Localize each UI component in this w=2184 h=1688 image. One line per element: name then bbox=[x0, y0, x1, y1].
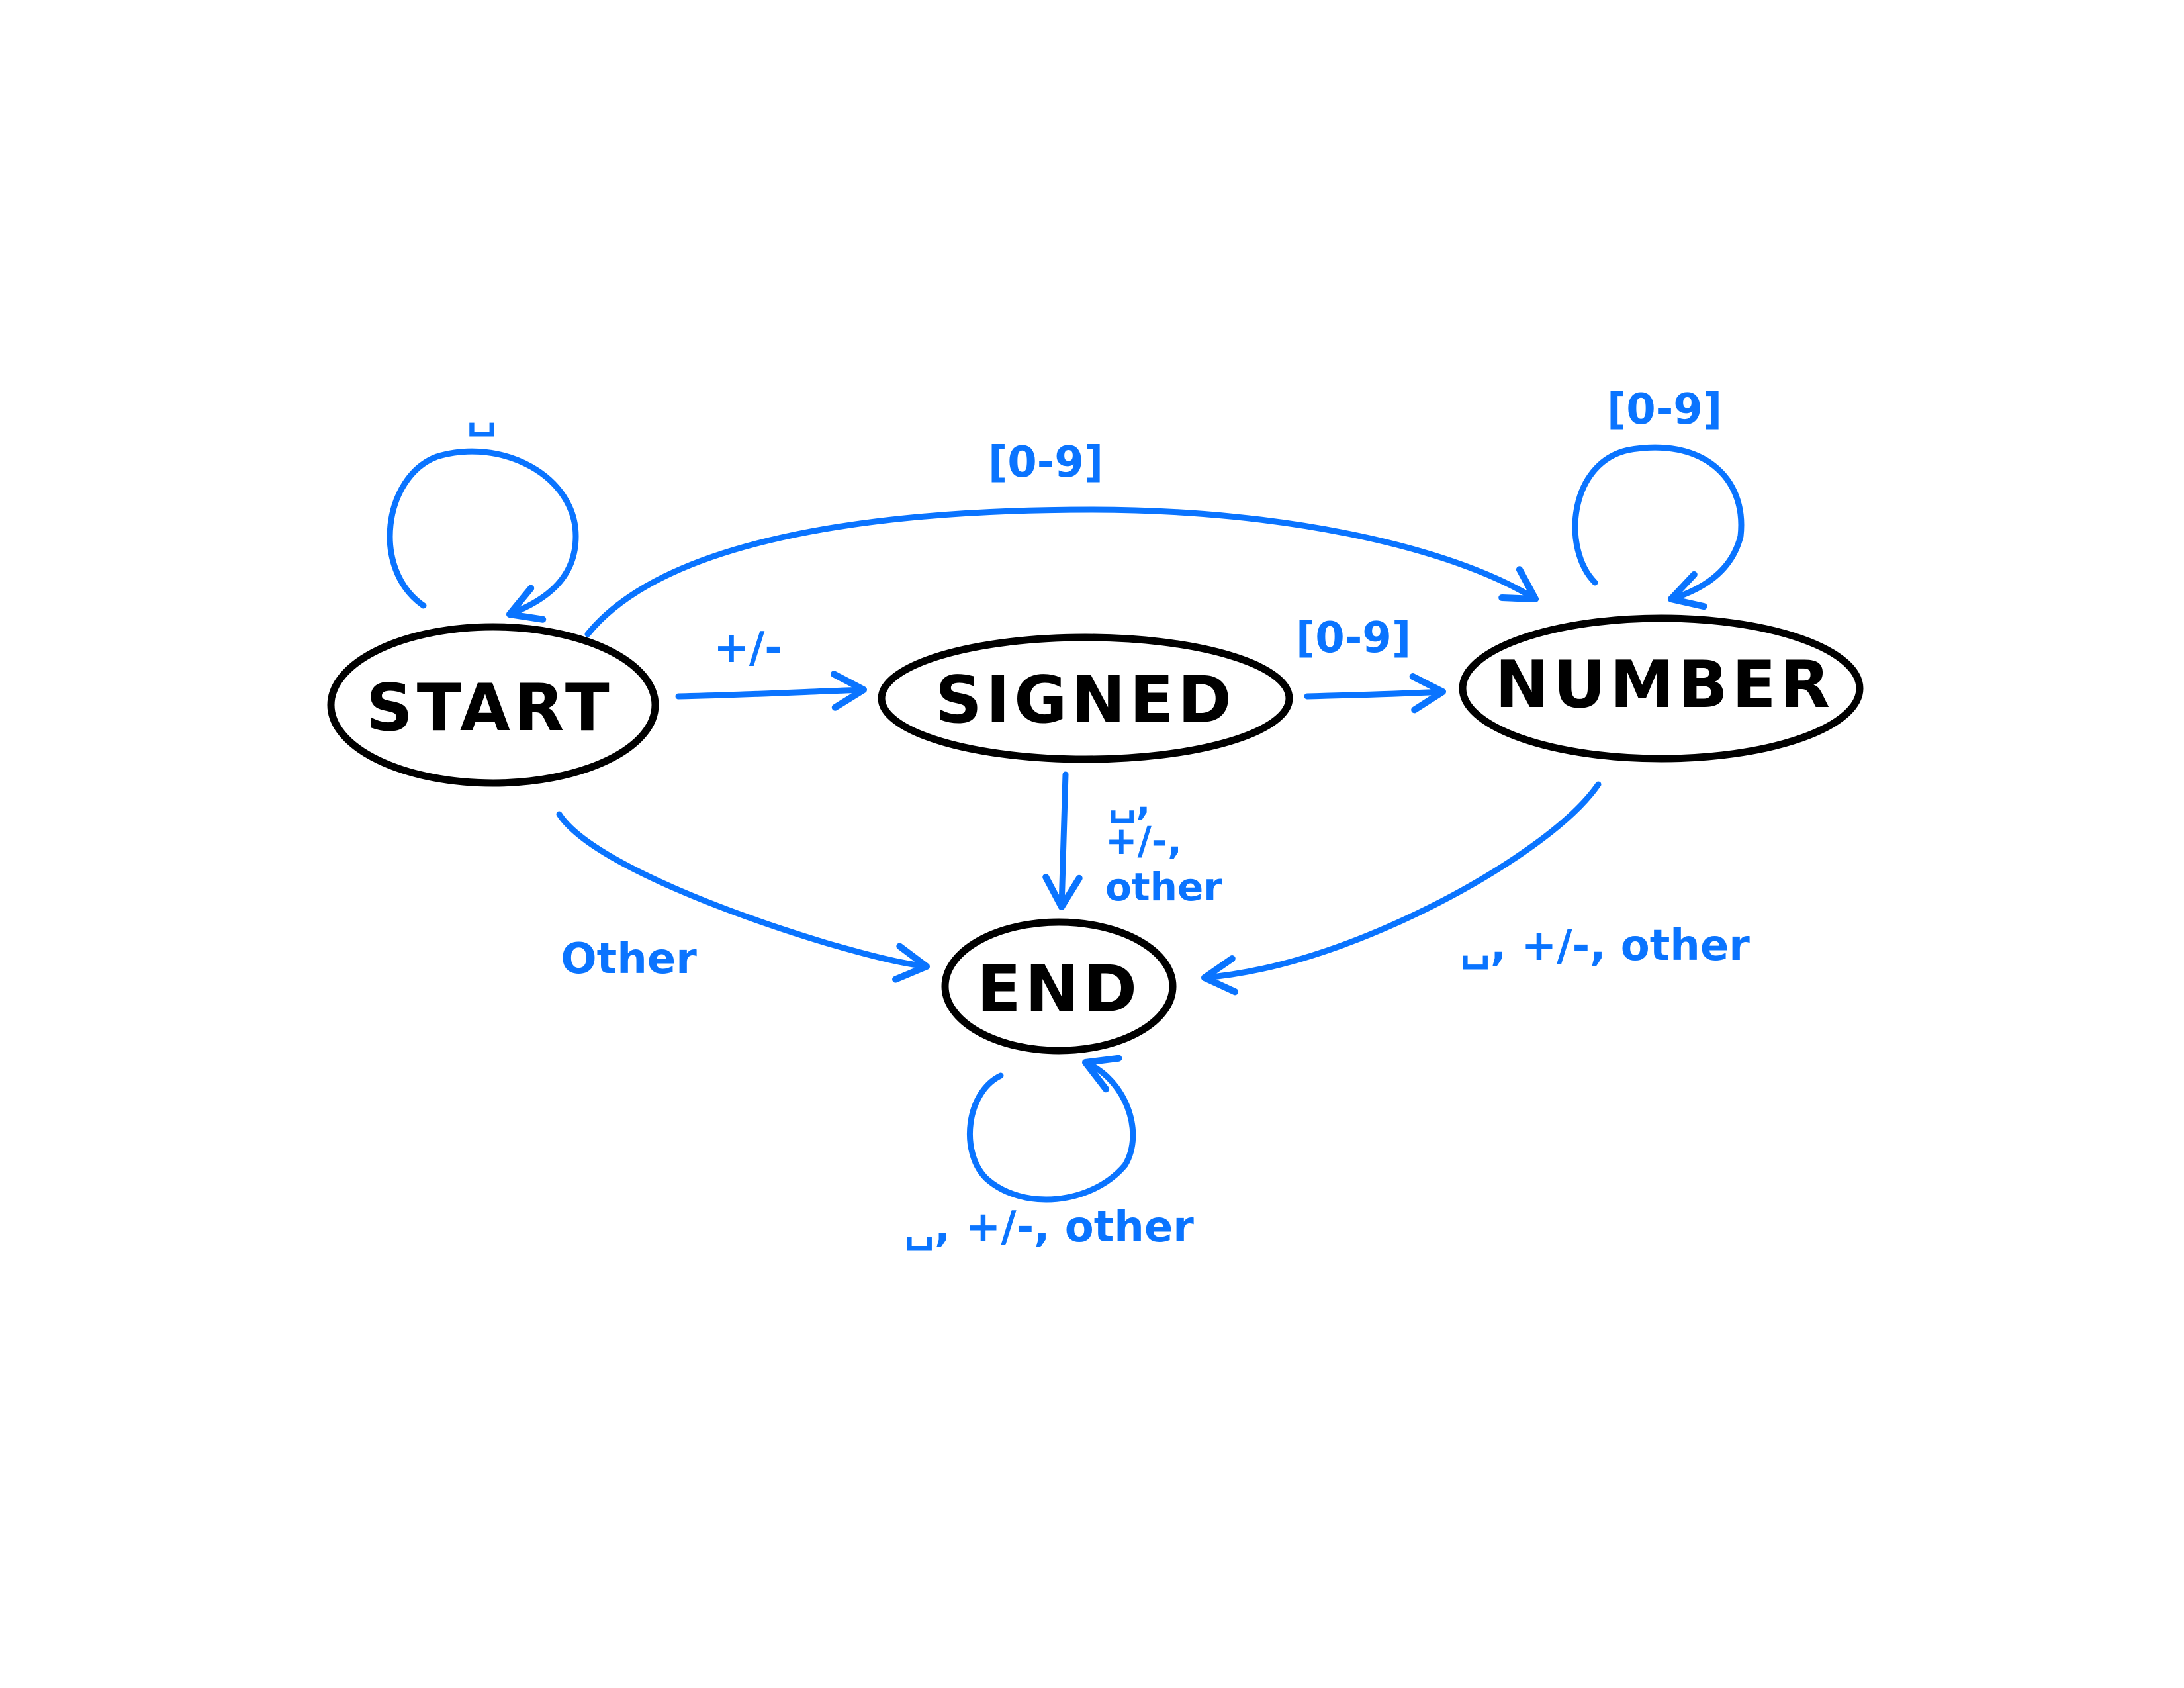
edge-signed-to-end bbox=[1042, 771, 1083, 911]
node-end: END bbox=[941, 918, 1177, 1055]
edge-label-start-to-signed: +/- bbox=[713, 624, 782, 673]
edge-number-to-end bbox=[1201, 781, 1602, 996]
node-start: START bbox=[327, 623, 659, 787]
edge-label-signed-to-end-line-2: +/-, bbox=[1105, 818, 1182, 863]
node-number: NUMBER bbox=[1459, 614, 1864, 763]
edge-start-to-end bbox=[556, 811, 931, 983]
node-signed: SIGNED bbox=[878, 633, 1293, 763]
node-start-label: START bbox=[366, 671, 614, 746]
edge-label-signed-to-end-line-1: ␣, bbox=[1109, 778, 1151, 823]
edge-label-number-self: [0-9] bbox=[1607, 385, 1722, 434]
edge-start-to-number bbox=[584, 506, 1539, 637]
edge-label-end-self: ␣, +/-, other bbox=[904, 1203, 1194, 1252]
edge-label-signed-to-number: [0-9] bbox=[1296, 614, 1411, 663]
edge-label-number-to-end: ␣, +/-, other bbox=[1460, 921, 1750, 970]
edge-label-start-to-end: Other bbox=[561, 935, 697, 984]
edge-end-self-loop bbox=[966, 1055, 1136, 1203]
edge-label-start-self: ␣ bbox=[467, 389, 497, 438]
edge-start-self-loop bbox=[387, 448, 579, 623]
edge-number-self-loop bbox=[1572, 444, 1745, 610]
edge-start-to-signed bbox=[675, 671, 868, 711]
edge-label-signed-to-end-line-3: other bbox=[1105, 865, 1222, 910]
node-number-label: NUMBER bbox=[1495, 647, 1834, 723]
edge-signed-to-number bbox=[1304, 673, 1447, 714]
node-end-label: END bbox=[977, 952, 1141, 1027]
node-signed-label: SIGNED bbox=[935, 663, 1236, 738]
edge-label-start-to-number: [0-9] bbox=[988, 438, 1103, 487]
